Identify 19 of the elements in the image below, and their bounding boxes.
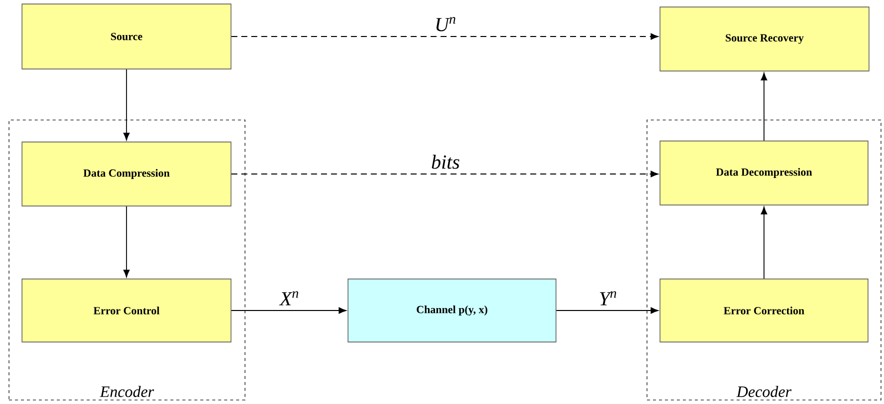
arrow [760, 72, 768, 142]
edge-label: Y$^{n}$ [598, 290, 618, 306]
arrow [123, 206, 130, 278]
process-box: Error Control [22, 278, 232, 342]
arrow [230, 307, 346, 314]
process-box: Source Recovery [660, 6, 870, 72]
arrow [123, 68, 130, 140]
edge-label: U$^{n}$ [434, 16, 458, 32]
process-box: Data Compression [22, 142, 232, 206]
arrow [556, 307, 658, 314]
edge-label: X$^{n}$ [278, 290, 300, 306]
channel-box: Channel p(y, x) [348, 278, 556, 342]
edge-label: bits [430, 154, 461, 170]
process-box: Data Decompression [660, 140, 868, 206]
process-box: Source [22, 4, 232, 70]
arrow [760, 206, 768, 280]
arrow [230, 170, 658, 178]
process-box: Error Correction [660, 278, 868, 342]
arrow [230, 33, 658, 40]
